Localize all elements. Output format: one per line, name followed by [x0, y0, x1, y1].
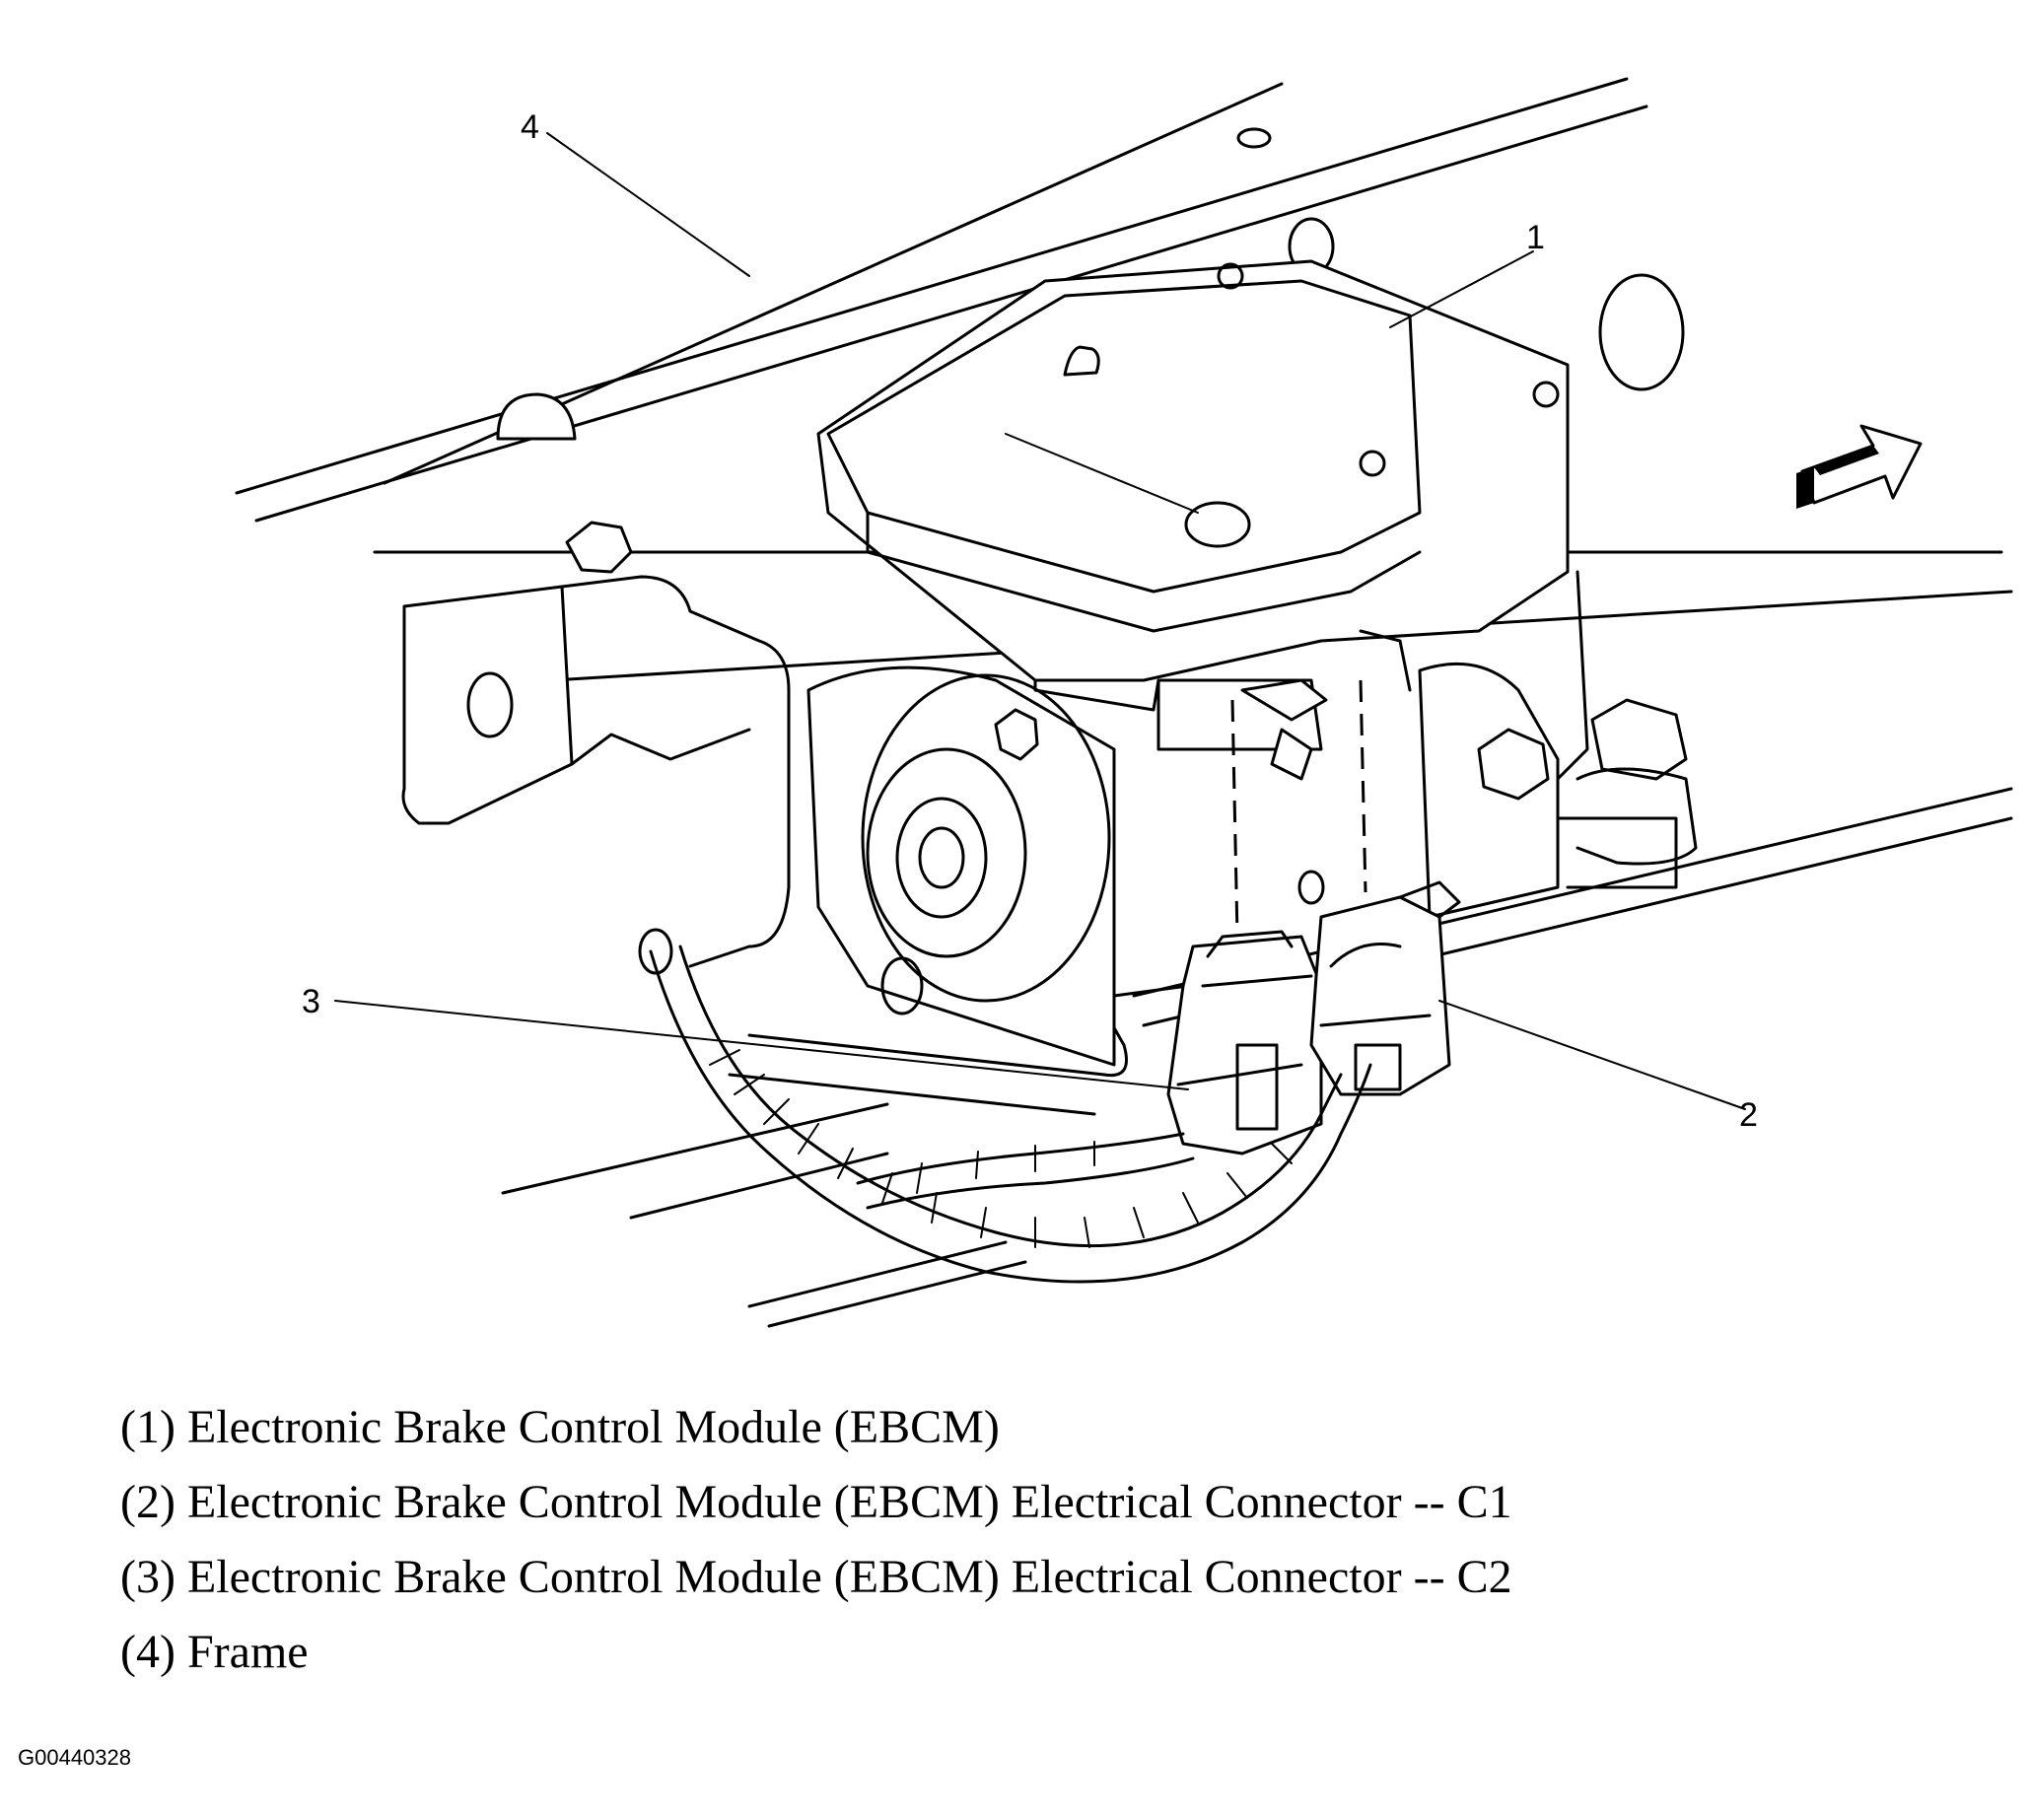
- callout-4: 4: [521, 108, 539, 146]
- pump-motor: [806, 665, 1325, 1067]
- legend-item-4: (4) Frame: [120, 1626, 309, 1678]
- wiring-harness: [638, 928, 1372, 1284]
- valve-body: [1418, 662, 1698, 919]
- connector-c2: [1166, 930, 1323, 1155]
- figure-id: G00440328: [18, 1745, 131, 1770]
- alignment-lines: [1230, 679, 1367, 938]
- legend: (1) Electronic Brake Control Module (EBC…: [120, 1390, 1512, 1690]
- ebcm-location-diagram: 1 2 3 4: [235, 77, 2013, 1328]
- harness-wrap-segments: [709, 1049, 1293, 1248]
- callout-2: 2: [1739, 1096, 1758, 1134]
- callout-3: 3: [302, 983, 320, 1020]
- leader-lines: [334, 132, 1746, 1110]
- legend-item-3: (3) Electronic Brake Control Module (EBC…: [120, 1551, 1512, 1603]
- legend-item-1: (1) Electronic Brake Control Module (EBC…: [120, 1401, 1000, 1453]
- direction-arrow-icon: [1796, 424, 1923, 509]
- legend-item-2: (2) Electronic Brake Control Module (EBC…: [120, 1476, 1512, 1528]
- mounting-bracket: [401, 521, 1128, 1116]
- callout-1: 1: [1526, 219, 1545, 256]
- ebcm-module: [816, 259, 1589, 791]
- connector-c1: [1309, 880, 1461, 1096]
